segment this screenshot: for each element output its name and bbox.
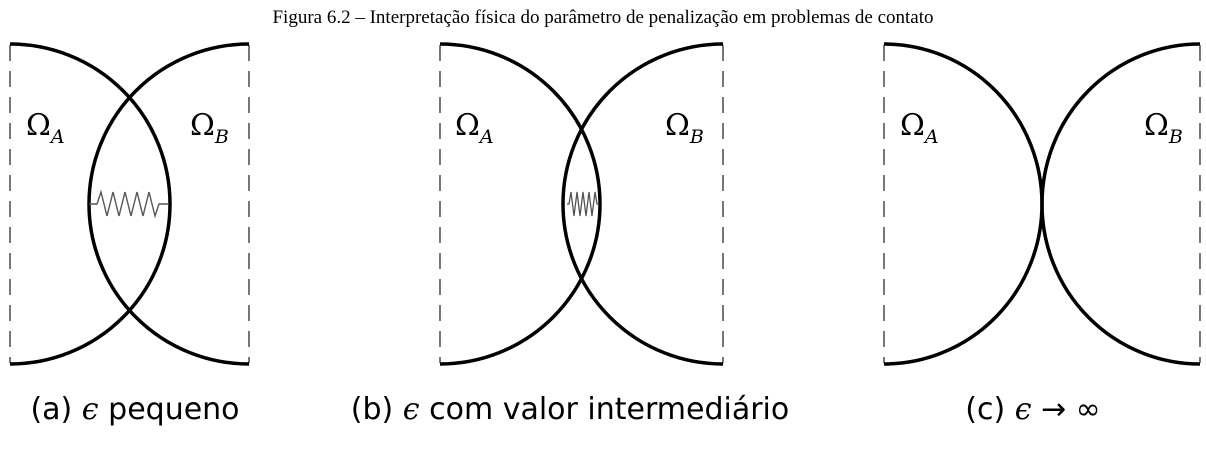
domain-b-arc bbox=[561, 42, 724, 366]
caption-c: (c) ϵ → ∞ bbox=[860, 385, 1206, 435]
domain-b-arc bbox=[1040, 42, 1201, 366]
caption-prefix: (b) bbox=[350, 392, 403, 427]
panel-b: ΩA ΩB bbox=[439, 42, 724, 366]
omega-b-label: ΩB bbox=[665, 108, 704, 148]
caption-prefix: (c) bbox=[965, 392, 1015, 427]
domain-a-arc bbox=[9, 42, 172, 366]
omega-b-label: ΩB bbox=[190, 108, 229, 148]
panel-c: ΩA ΩB bbox=[883, 42, 1201, 366]
caption-text: → ∞ bbox=[1031, 392, 1101, 427]
domain-a-arc bbox=[883, 42, 1044, 366]
epsilon-symbol: ϵ bbox=[81, 392, 99, 427]
spring-wide bbox=[89, 189, 168, 219]
domain-a-arc bbox=[439, 42, 602, 366]
epsilon-symbol: ϵ bbox=[402, 392, 420, 427]
figure-title: Figura 6.2 – Interpretação física do par… bbox=[272, 7, 934, 28]
panel-a: ΩA ΩB bbox=[9, 42, 250, 366]
omega-a-label: ΩA bbox=[26, 108, 65, 148]
omega-a-label: ΩA bbox=[900, 108, 939, 148]
caption-text: com valor intermediário bbox=[419, 392, 790, 427]
caption-text: pequeno bbox=[98, 392, 240, 427]
caption-b: (b) ϵ com valor intermediário bbox=[320, 385, 820, 435]
caption-a: (a) ϵ pequeno bbox=[0, 385, 270, 435]
spring-narrow bbox=[567, 191, 599, 217]
epsilon-symbol: ϵ bbox=[1014, 392, 1032, 427]
caption-prefix: (a) bbox=[30, 392, 82, 427]
omega-a-label: ΩA bbox=[455, 108, 494, 148]
omega-b-label: ΩB bbox=[1144, 108, 1183, 148]
